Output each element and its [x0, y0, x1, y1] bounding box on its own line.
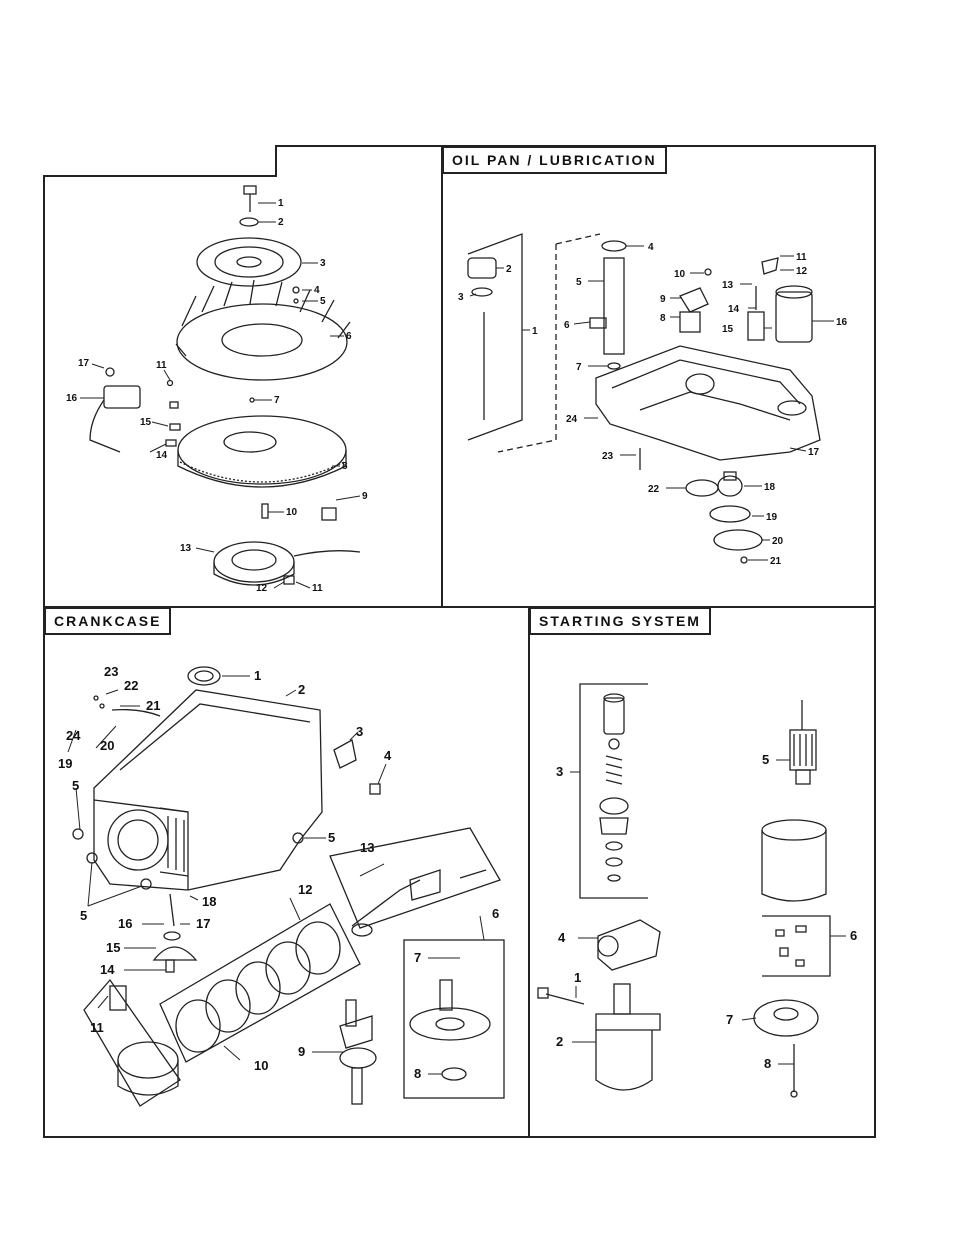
- oil-callout-16: 16: [836, 317, 848, 328]
- ign-callout-5: 5: [320, 296, 326, 307]
- ign-callout-16: 16: [66, 393, 78, 404]
- cc-callout-8: 8: [414, 1066, 421, 1081]
- cc-callout-12: 12: [298, 882, 312, 897]
- cc-callout-22: 22: [124, 678, 138, 693]
- ign-callout-9: 9: [362, 491, 368, 502]
- oil-pan-lubrication-title: OIL PAN / LUBRICATION: [442, 146, 667, 174]
- oil-callout-18: 18: [764, 482, 776, 493]
- cc-callout-5c: 5: [80, 908, 87, 923]
- cc-callout-23: 23: [104, 664, 118, 679]
- oil-callout-6: 6: [564, 320, 570, 331]
- crankcase-title: CRANKCASE: [44, 607, 171, 635]
- oil-callout-4: 4: [648, 242, 654, 253]
- cc-callout-18: 18: [202, 894, 216, 909]
- oil-callout-21: 21: [770, 556, 782, 567]
- crankcase-section: [73, 667, 504, 1106]
- ign-callout-12: 12: [256, 583, 268, 594]
- ign-callout-14: 14: [156, 450, 168, 461]
- starting-system-title: STARTING SYSTEM: [529, 607, 711, 635]
- oil-callout-5: 5: [576, 277, 582, 288]
- oil-callout-1: 1: [532, 326, 538, 337]
- cc-callout-3: 3: [356, 724, 363, 739]
- ss-callout-4: 4: [558, 930, 566, 945]
- ign-callout-3: 3: [320, 258, 326, 269]
- oil-callout-23: 23: [602, 451, 614, 462]
- starting-system-callouts: 1 2 3 4 5 6 7 8: [556, 752, 857, 1071]
- cc-callout-7: 7: [414, 950, 421, 965]
- oil-callout-11: 11: [796, 252, 807, 263]
- oil-callout-2: 2: [506, 264, 512, 275]
- crankcase-leaders: [68, 676, 484, 1074]
- ignition-leaders: [80, 203, 360, 588]
- ign-callout-2: 2: [278, 217, 284, 228]
- ss-callout-8: 8: [764, 1056, 771, 1071]
- oil-callout-7: 7: [576, 362, 582, 373]
- oil-callout-15: 15: [722, 324, 734, 335]
- ign-callout-11a: 11: [156, 360, 167, 371]
- ign-callout-11b: 11: [312, 583, 323, 594]
- oil-callout-3: 3: [458, 292, 464, 303]
- cc-callout-15: 15: [106, 940, 120, 955]
- ign-callout-7: 7: [274, 395, 280, 406]
- cc-callout-16: 16: [118, 916, 132, 931]
- ss-callout-3: 3: [556, 764, 563, 779]
- oil-callout-17: 17: [808, 447, 820, 458]
- ss-callout-2: 2: [556, 1034, 563, 1049]
- cc-callout-1: 1: [254, 668, 261, 683]
- cc-callout-14: 14: [100, 962, 115, 977]
- oil-callout-13: 13: [722, 280, 734, 291]
- ign-callout-13: 13: [180, 543, 192, 554]
- ss-callout-6: 6: [850, 928, 857, 943]
- starting-system-section: [538, 684, 830, 1097]
- oil-callout-9: 9: [660, 294, 666, 305]
- oil-callout-20: 20: [772, 536, 784, 547]
- ign-callout-8: 8: [342, 461, 348, 472]
- cc-callout-19: 19: [58, 756, 72, 771]
- oil-callout-19: 19: [766, 512, 778, 523]
- cc-callout-2: 2: [298, 682, 305, 697]
- ign-callout-10: 10: [286, 507, 298, 518]
- cc-callout-17: 17: [196, 916, 210, 931]
- oil-callout-12: 12: [796, 266, 808, 277]
- ss-callout-5: 5: [762, 752, 769, 767]
- cc-callout-10: 10: [254, 1058, 268, 1073]
- cc-callout-20: 20: [100, 738, 114, 753]
- cc-callout-4: 4: [384, 748, 392, 763]
- cc-callout-24: 24: [66, 728, 81, 743]
- ign-callout-15: 15: [140, 417, 152, 428]
- ign-callout-1: 1: [278, 198, 284, 209]
- oil-callout-8: 8: [660, 313, 666, 324]
- cc-callout-5b: 5: [328, 830, 335, 845]
- cc-callout-9: 9: [298, 1044, 305, 1059]
- cc-callout-6: 6: [492, 906, 499, 921]
- ignition-section: [90, 186, 360, 585]
- oil-callout-22: 22: [648, 484, 660, 495]
- ss-callout-1: 1: [574, 970, 581, 985]
- cc-callout-5a: 5: [72, 778, 79, 793]
- oil-pan-leaders: [470, 246, 834, 560]
- cc-callout-11: 11: [90, 1020, 104, 1035]
- oil-callout-24: 24: [566, 414, 578, 425]
- oil-callout-14: 14: [728, 304, 740, 315]
- ign-callout-17: 17: [78, 358, 90, 369]
- cc-callout-21: 21: [146, 698, 160, 713]
- ss-callout-7: 7: [726, 1012, 733, 1027]
- oil-callout-10: 10: [674, 269, 686, 280]
- cc-callout-13: 13: [360, 840, 374, 855]
- ign-callout-6: 6: [346, 331, 352, 342]
- starting-system-leaders: [570, 760, 846, 1064]
- oil-pan-callouts: 1 2 3 4 5 6 7 8 9 10 11 12 13 14 15 16 1…: [458, 242, 848, 567]
- ign-callout-4: 4: [314, 285, 320, 296]
